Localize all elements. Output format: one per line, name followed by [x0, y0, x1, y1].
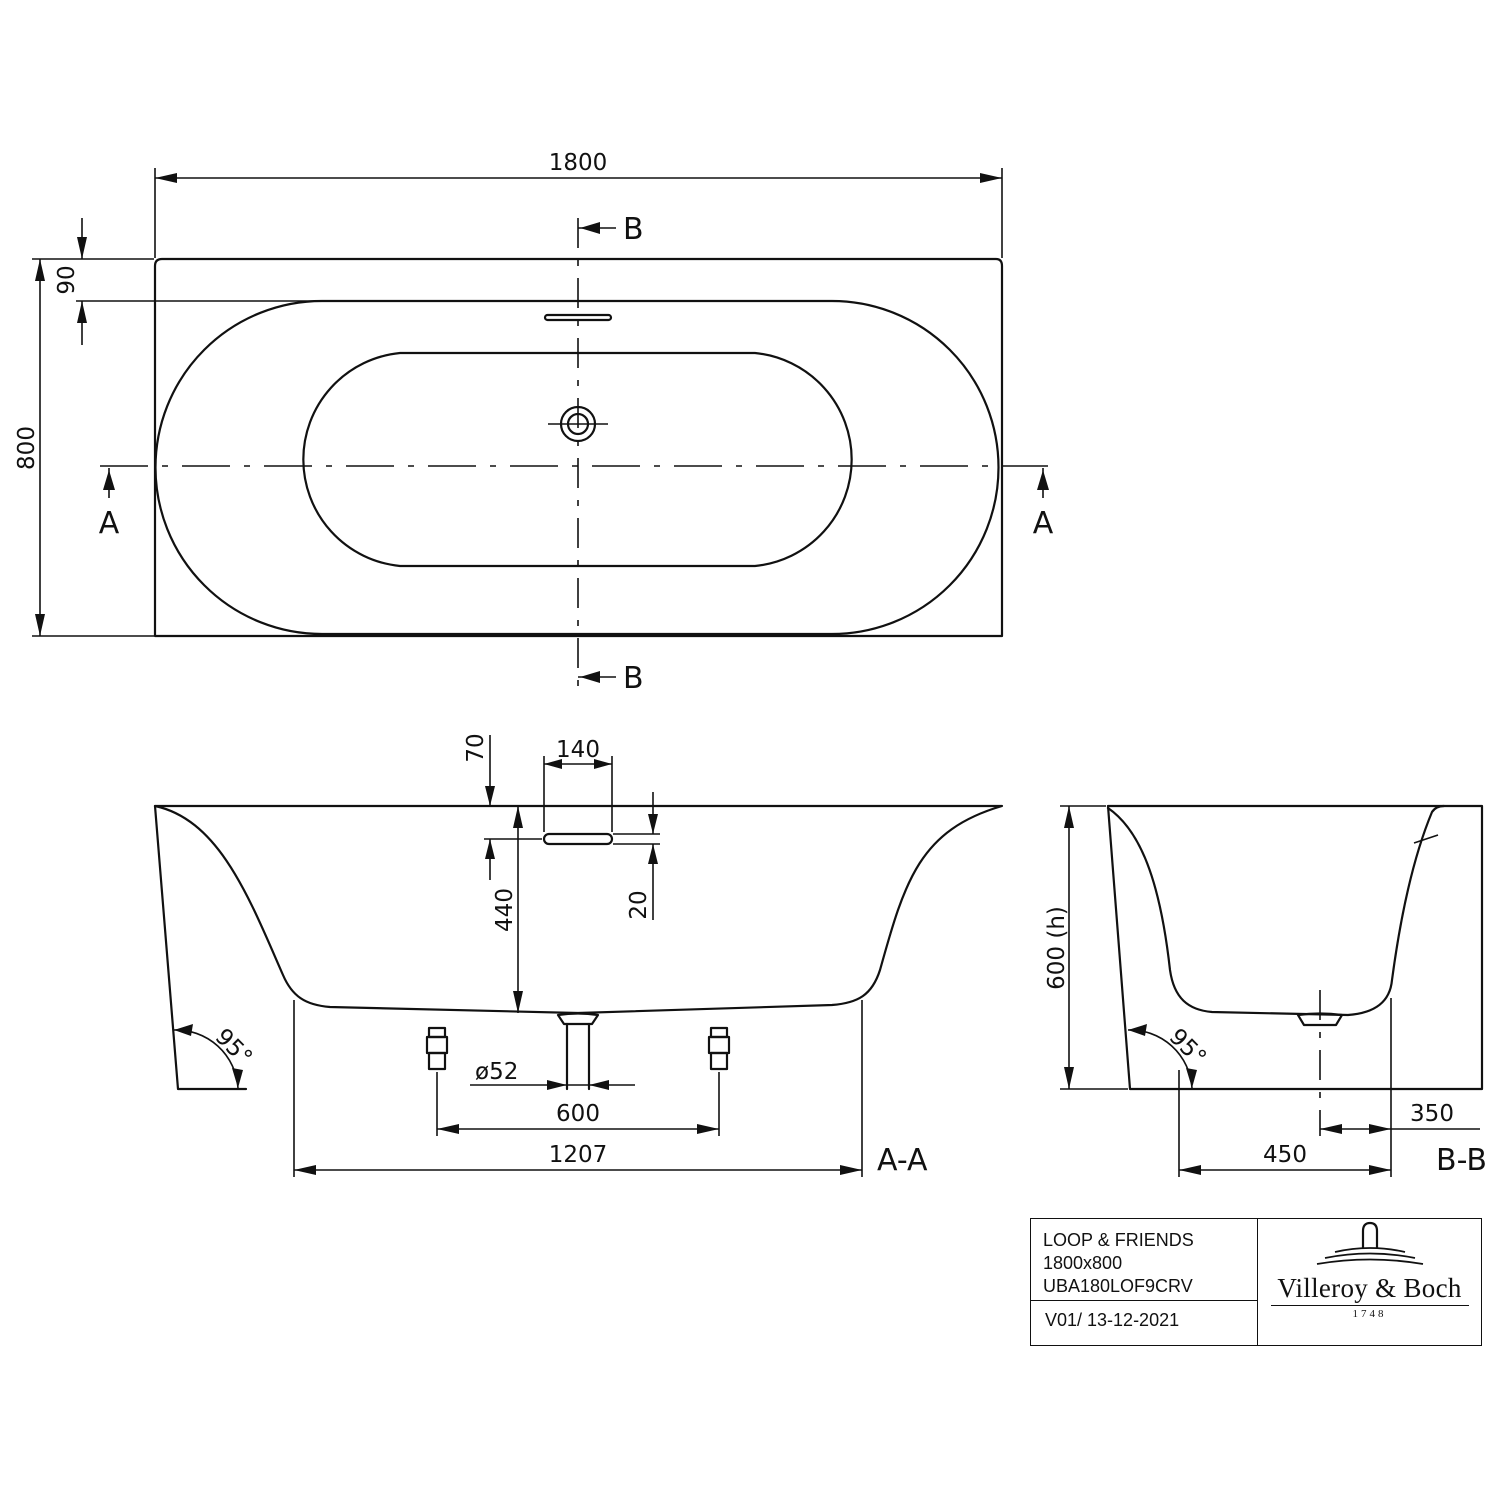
- svg-text:B: B: [623, 661, 644, 696]
- svg-text:A: A: [1033, 506, 1054, 541]
- brand-year: 1748: [1352, 1308, 1387, 1320]
- plan-outer-rim: [153, 257, 1004, 638]
- plan-overflow-slot: [543, 313, 613, 322]
- dim-feet-spacing: 600: [556, 1101, 600, 1127]
- section-a-tub-profile: [153, 804, 1004, 1015]
- title-block-left: LOOP & FRIENDS 1800x800 UBA180LOF9CRV V0…: [1031, 1219, 1258, 1345]
- product-code: UBA180LOF9CRV: [1043, 1276, 1193, 1296]
- product-info: LOOP & FRIENDS 1800x800 UBA180LOF9CRV: [1031, 1219, 1257, 1301]
- product-name: LOOP & FRIENDS: [1043, 1230, 1194, 1250]
- section-a-label: A-A: [877, 1143, 928, 1178]
- section-a-waste: [556, 1012, 600, 1091]
- section-b-b: 600 (h) 95° 350 450 B-B: [1044, 804, 1487, 1178]
- dim-base-width: 450: [1263, 1142, 1307, 1168]
- section-a-foot-right: [707, 1026, 731, 1071]
- drawing-version: V01/ 13-12-2021: [1045, 1310, 1180, 1330]
- section-marker-b-top: B: [578, 212, 644, 247]
- title-block: LOOP & FRIENDS 1800x800 UBA180LOF9CRV V0…: [1030, 1218, 1482, 1346]
- dim-width: 800: [14, 426, 40, 470]
- plan-view: 1800 800 90 B B A: [14, 150, 1054, 696]
- dim-waste-offset: 350: [1410, 1101, 1454, 1127]
- section-marker-a-right: A: [1033, 468, 1054, 541]
- plan-tub-inner: [302, 351, 853, 568]
- villeroy-boch-logo-icon: [1316, 1221, 1423, 1265]
- svg-text:A: A: [99, 506, 120, 541]
- dim-waste-diameter: ø52: [475, 1059, 518, 1085]
- brand-name: Villeroy & Boch: [1277, 1273, 1462, 1303]
- dim-height: 600 (h): [1044, 906, 1070, 990]
- section-b-inner-profile: [1106, 804, 1446, 1017]
- section-b-label: B-B: [1436, 1143, 1487, 1178]
- section-b-waste: [1296, 1012, 1344, 1027]
- section-marker-a-left: A: [99, 468, 120, 541]
- section-a-foot-left: [425, 1026, 449, 1071]
- section-a-wall-support: [153, 804, 248, 1091]
- dim-overflow-height: 20: [626, 890, 652, 919]
- dim-overflow-width: 140: [556, 737, 600, 763]
- dim-angle-b: 95°: [1164, 1024, 1211, 1071]
- dim-overflow-from-top: 70: [463, 733, 489, 762]
- dim-angle-a: 95°: [210, 1024, 257, 1071]
- section-a-overflow: [542, 832, 614, 846]
- brand-underline: [1270, 1305, 1469, 1306]
- dim-length: 1800: [549, 150, 608, 176]
- plan-tub-outer: [154, 299, 1000, 636]
- dim-rim: 90: [54, 265, 80, 294]
- dim-base-length: 1207: [549, 1142, 608, 1168]
- dim-depth: 440: [492, 888, 518, 932]
- brand-block: Villeroy & Boch 1748: [1258, 1219, 1481, 1345]
- section-marker-b-bottom: B: [578, 661, 644, 696]
- svg-text:B: B: [623, 212, 644, 247]
- product-size: 1800x800: [1043, 1253, 1123, 1273]
- section-a-a: 95° 140 70 440 20: [153, 733, 1004, 1178]
- section-b-tub-profile: [1106, 804, 1484, 1091]
